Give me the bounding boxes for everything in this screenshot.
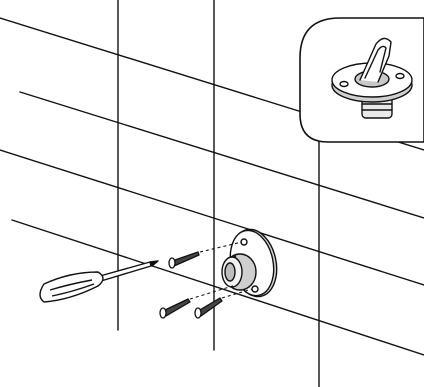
alignment-guides [189,241,253,300]
screw-bottom-right-icon [194,297,223,319]
screw-top-icon [168,251,200,269]
hook-detail-icon [331,37,413,119]
flange-mount-icon [221,228,278,298]
detail-inset [299,17,424,143]
screw-bottom-left-icon [159,298,191,319]
screwdriver-icon [39,260,159,303]
